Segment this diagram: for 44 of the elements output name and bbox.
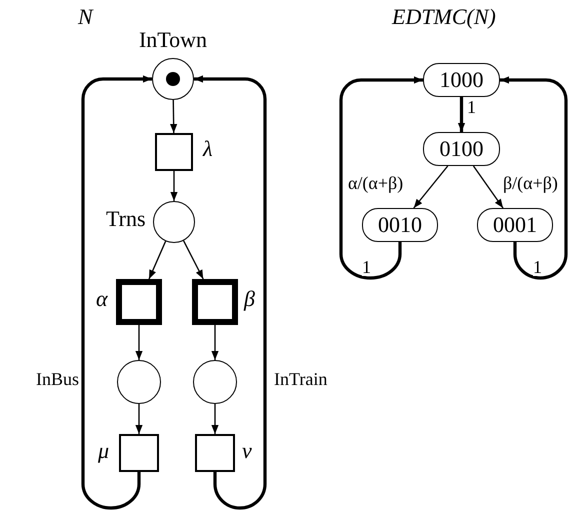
- edge-label: β/(α+β): [503, 174, 558, 192]
- state-label: 1000: [440, 69, 484, 91]
- state-box: [477, 208, 553, 242]
- place-label: InTown: [138, 29, 208, 51]
- rate-label: λ: [203, 138, 213, 160]
- state-label: 0001: [493, 214, 537, 236]
- transition-box: [116, 279, 162, 325]
- arrow: [211, 325, 219, 360]
- edge-label: 1: [467, 98, 476, 116]
- edge-label: α/(α+β): [348, 174, 404, 192]
- arrow: [148, 240, 166, 280]
- arrow: [211, 404, 219, 434]
- rate-label: α: [96, 288, 108, 310]
- arrow: [413, 166, 448, 208]
- edge-label: 1: [362, 258, 371, 276]
- arrow: [135, 325, 143, 360]
- arrow: [81, 75, 152, 510]
- arrow: [458, 97, 466, 132]
- state-label: 0100: [440, 138, 484, 160]
- arrow: [170, 100, 178, 133]
- rate-label: μ: [98, 440, 110, 462]
- rate-label: β: [244, 288, 255, 310]
- edge-label: InBus: [36, 370, 80, 388]
- edge-label: 1: [533, 258, 542, 276]
- transition-box: [192, 279, 238, 325]
- arrow: [135, 404, 143, 434]
- panel-label: N: [78, 6, 93, 28]
- arrow: [194, 75, 267, 510]
- arrow: [472, 166, 504, 208]
- arrow: [339, 76, 423, 280]
- arrow: [170, 171, 178, 201]
- transition-box: [195, 434, 235, 472]
- state-label: 0010: [378, 214, 422, 236]
- panel-label: EDTMC(N): [392, 6, 496, 28]
- transition-box: [155, 133, 193, 171]
- arrow: [183, 240, 204, 280]
- state-box: [423, 132, 500, 166]
- edge-label: InTrain: [274, 370, 328, 388]
- place-label: Trns: [106, 208, 146, 230]
- transition-box: [119, 434, 159, 472]
- rate-label: ν: [242, 440, 252, 462]
- state-box: [423, 63, 500, 97]
- state-box: [362, 208, 438, 242]
- arrow: [500, 76, 568, 280]
